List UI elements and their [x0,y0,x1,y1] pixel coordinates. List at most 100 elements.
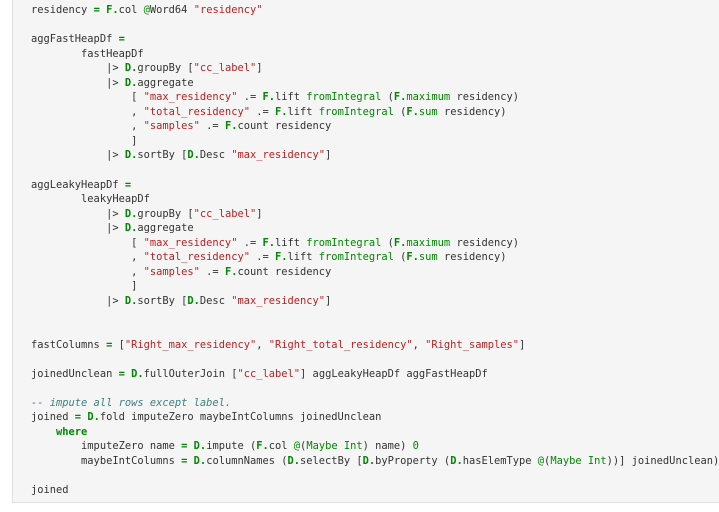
code-token: D. [362,454,376,467]
code-line: joined [31,484,69,496]
code-line: , "total_residency" .= F.lift fromIntegr… [31,105,506,118]
code-token: @ [143,4,150,16]
code-line: , "total_residency" .= F.lift fromIntegr… [31,251,507,264]
code-line: where [31,426,87,438]
code-token: selectBy [ [300,454,363,467]
code-token: D. [131,367,144,380]
code-token: residency) [450,236,520,249]
code-line: |> D.groupBy ["cc_label"] [31,207,263,220]
code-token: D. [187,294,200,307]
code-line: ] [31,280,137,292]
code-token: = [181,454,188,467]
code-token: aggregate [137,222,194,235]
code-token: "cc_label" [237,367,301,380]
code-token: [ [31,91,144,104]
code-token: @ [537,454,545,467]
code-token: D. [193,454,207,467]
code-line: aggFastHeapDf = [31,33,125,45]
code-token: D. [450,454,463,467]
code-line: -- impute all rows except label. [31,397,231,409]
code-token: residency) [450,91,520,104]
code-token: "Right_total_residency" [268,338,413,351]
code-token: F. [406,105,419,118]
code-token: |> [31,222,125,235]
code-token: "cc_label" [193,62,257,75]
code-token: = [74,411,82,424]
code-token: "total_residency" [143,105,250,118]
code-editor[interactable]: residency = F.col @Word64 "residency" ag… [31,3,719,498]
code-token: sum [418,105,438,118]
code-token: fromIntegral [318,105,394,118]
code-token: fromIntegral [306,236,382,249]
code-token: "samples" [143,265,200,278]
code-token: D. [124,294,138,307]
code-token: , [256,338,269,351]
code-token: .= [237,236,263,249]
code-token: ] [325,149,332,162]
code-line: joined = D.fold imputeZero maybeIntColum… [31,411,381,423]
code-token: ] aggLeakyHeapDf aggFastHeapDf [300,367,488,380]
code-line: leakyHeapDf [31,193,150,205]
code-token: F. [224,120,238,133]
code-token: where [56,425,88,438]
code-token: lift [275,91,307,104]
code-token: aggLeakyHeapDf [31,178,125,191]
code-token: .= [249,251,275,264]
code-token: .= [249,105,275,118]
code-line: [ "max_residency" .= F.lift fromIntegral… [31,91,519,103]
code-token: col [118,4,144,16]
code-token: ))] joinedUnclean) [606,454,719,467]
code-token: ] [31,280,138,293]
code-token: residency [31,4,94,16]
code-token: "max_residency" [231,294,326,307]
code-token: |> [31,62,125,75]
code-cell[interactable]: residency = F.col @Word64 "residency" ag… [12,0,719,503]
code-token: sortBy [ [137,294,188,307]
code-token: joined [31,484,69,497]
code-token: "residency" [193,4,263,16]
code-token: .= [199,265,225,278]
code-token: aggregate [137,76,194,89]
code-token: fullOuterJoin [ [143,367,238,380]
code-token: [ [31,236,144,249]
code-token: Desc [199,294,232,307]
code-token: maximum [406,236,451,249]
code-token: ( [393,105,407,118]
code-token: fromIntegral [306,91,382,104]
code-token: F. [275,251,288,264]
code-token: D. [124,222,138,235]
code-token: F. [106,4,119,16]
code-token: -- impute all rows except label. [31,396,232,409]
code-token: "max_residency" [143,236,238,249]
code-token: "max_residency" [231,149,326,162]
code-token: Maybe Int [306,440,363,453]
code-token: columnNames ( [206,454,288,467]
code-line: , "samples" .= F.count residency [31,120,331,132]
code-token: , [412,338,426,351]
code-line: maybeIntColumns = D.columnNames (D.selec… [31,455,719,467]
code-line: [ "max_residency" .= F.lift fromIntegral… [31,237,519,249]
code-token: impute ( [206,440,257,453]
code-token: residency) [437,251,507,264]
code-token: |> [31,207,125,220]
code-token: "Right_max_residency" [124,338,257,351]
code-token: fromIntegral [318,251,394,264]
code-line: imputeZero name = D.impute (F.col @(Mayb… [31,440,419,452]
code-line: fastHeapDf [31,48,144,60]
code-line: residency = F.col @Word64 "residency" [31,4,263,16]
code-token: lift [275,236,307,249]
code-token: F. [262,236,275,249]
code-token: joinedUnclean [31,367,119,380]
code-token: , [31,265,144,278]
code-token: sum [418,251,438,264]
code-token: lift [287,105,319,118]
code-token: ] [325,294,332,307]
code-token: F. [224,265,238,278]
code-token: lift [287,251,319,264]
code-line: , "samples" .= F.count residency [31,266,331,278]
code-token: F. [393,91,407,104]
code-token: ] [31,134,138,147]
code-token: ( [393,251,407,264]
code-token: fastHeapDf [31,47,144,60]
code-token: ] [256,207,263,220]
